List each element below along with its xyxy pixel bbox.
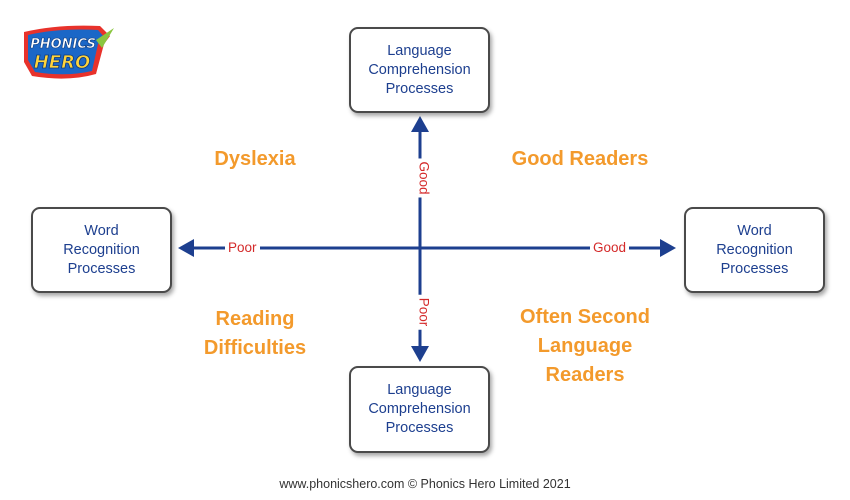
arrow-left-icon [178,239,194,257]
axis-label-poor-left: Poor [225,240,260,256]
axis-label-poor-bottom: Poor [415,294,432,330]
box-word-recognition-right: Word Recognition Processes [684,207,825,293]
box-label: Word Recognition Processes [716,222,793,277]
arrow-down-icon [411,346,429,362]
logo-text-hero: HERO [34,52,91,73]
box-language-comprehension-bottom: Language Comprehension Processes [349,366,490,453]
axis-label-good-right: Good [590,240,630,256]
logo-badge-icon: PHONICS HERO [24,25,114,79]
footer-copyright: www.phonicshero.com © Phonics Hero Limit… [279,477,571,491]
quadrant-label-dyslexia: Dyslexia [214,148,296,170]
box-label: Word Recognition Processes [63,222,140,277]
box-label: Language Comprehension Processes [368,42,471,97]
logo-text-phonics: PHONICS [30,37,96,52]
arrow-up-icon [411,116,429,132]
quadrant-label-reading-difficulties: Reading Difficulties [203,308,307,359]
quadrant-label-good-readers: Good Readers [511,148,649,170]
axis-label-good-top: Good [415,158,432,198]
quadrant-label-second-language-readers: Often Second Language Readers [519,306,650,386]
box-word-recognition-left: Word Recognition Processes [31,207,172,293]
arrow-right-icon [660,239,676,257]
phonics-hero-logo: PHONICS HERO [18,22,118,82]
box-language-comprehension-top: Language Comprehension Processes [349,27,490,113]
box-label: Language Comprehension Processes [368,382,471,436]
